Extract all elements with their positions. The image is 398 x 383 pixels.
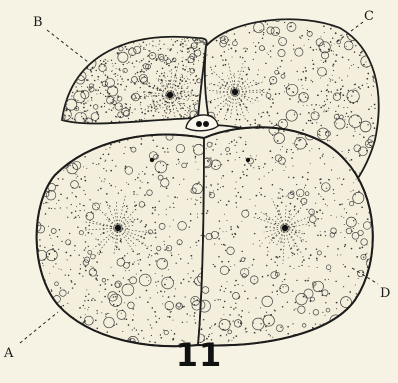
figure-number: 11 xyxy=(0,336,398,374)
cell-a xyxy=(30,129,209,351)
leader-line-b xyxy=(47,30,88,62)
label-c: C xyxy=(364,9,374,24)
label-b: B xyxy=(33,15,43,30)
label-d: D xyxy=(380,286,390,301)
cell-b xyxy=(55,31,214,126)
